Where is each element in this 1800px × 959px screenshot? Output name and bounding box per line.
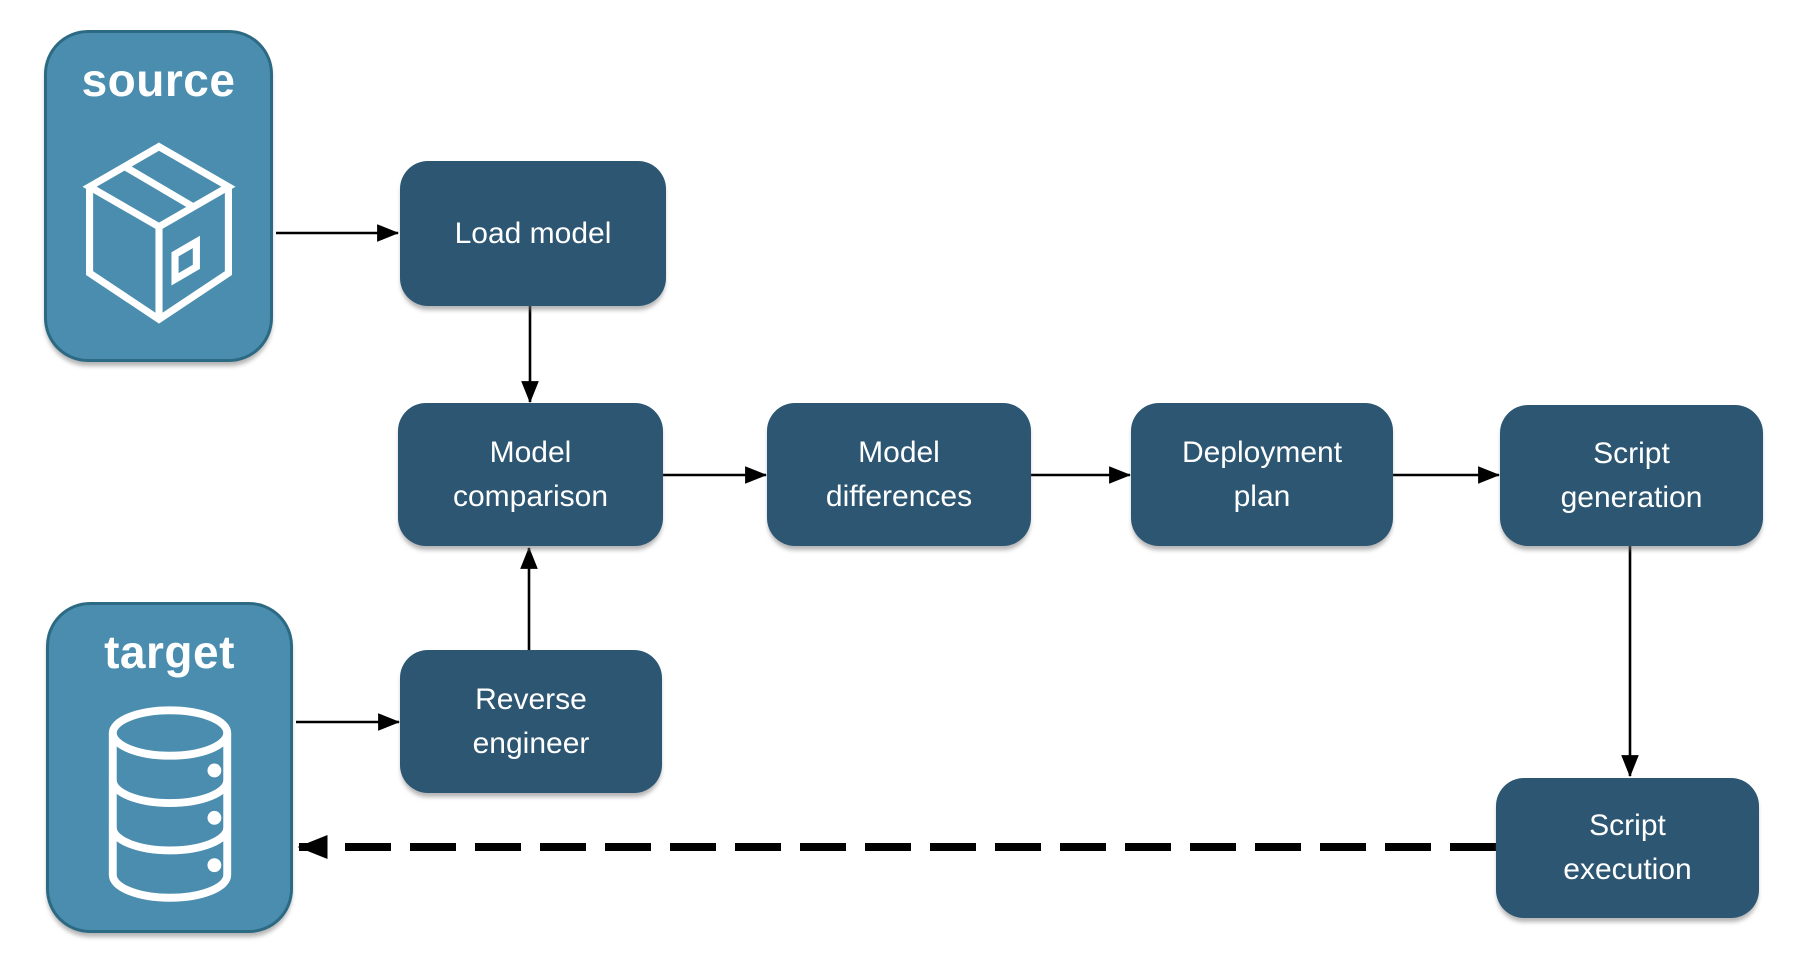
node-model-differences: Model differences <box>767 403 1031 546</box>
node-script-execution: Script execution <box>1496 778 1759 918</box>
target-icon-wrap <box>49 679 290 930</box>
entity-target: target <box>46 602 293 933</box>
source-icon-wrap <box>47 107 270 359</box>
node-label: Reverse engineer <box>472 682 590 760</box>
node-label: Script execution <box>1563 809 1692 886</box>
node-label: Load model <box>454 216 612 250</box>
node-label: Deployment plan <box>1181 435 1343 513</box>
package-box-icon <box>81 142 236 324</box>
node-deployment-plan: Deployment plan <box>1131 403 1393 546</box>
database-icon <box>108 705 231 902</box>
node-label: Script generation <box>1560 436 1703 514</box>
node-label: Model differences <box>825 435 973 513</box>
source-label: source <box>81 54 236 106</box>
node-label: Model comparison <box>452 435 609 513</box>
node-load-model: Load model <box>400 161 666 306</box>
entity-source: source <box>44 30 273 362</box>
target-label: target <box>104 626 235 678</box>
node-script-generation: Script generation <box>1500 405 1763 546</box>
node-model-comparison: Model comparison <box>398 403 663 546</box>
node-reverse-engineer: Reverse engineer <box>400 650 662 793</box>
